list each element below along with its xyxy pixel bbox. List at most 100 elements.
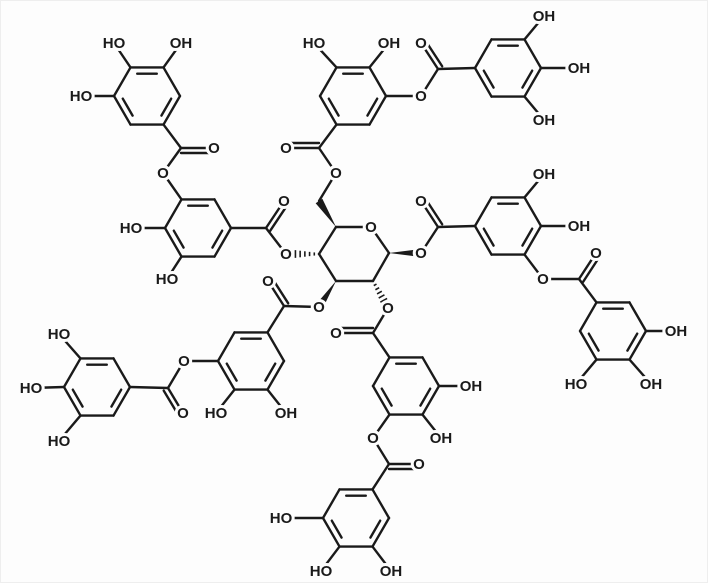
- oxygen-atom-label: O: [367, 430, 379, 447]
- bond: [523, 95, 546, 122]
- ring-bond: [371, 516, 391, 548]
- oxygen-atom-label: O: [313, 299, 325, 316]
- ring-bond: [473, 224, 493, 256]
- bond: [577, 277, 598, 304]
- double-bond: [577, 251, 598, 281]
- bond: [317, 123, 338, 150]
- bond: [371, 545, 393, 573]
- hydroxyl-label: HO: [48, 433, 71, 450]
- bond: [628, 358, 653, 386]
- oxygen-atom-label: O: [208, 140, 220, 157]
- ring-bond: [318, 66, 338, 98]
- ring-bond: [473, 196, 493, 228]
- aromatic-bond: [172, 229, 185, 249]
- aromatic-bond: [587, 332, 600, 352]
- bond: [266, 304, 286, 334]
- hydroxyl-label: HO: [565, 376, 588, 393]
- double-bond: [271, 277, 290, 305]
- ring-bond: [162, 66, 182, 98]
- bond: [319, 545, 341, 573]
- ring-bond: [162, 94, 182, 126]
- hashed-bond: [379, 297, 388, 303]
- oxygen-atom-label: O: [415, 35, 427, 52]
- oxygen-atom-label: O: [330, 325, 342, 342]
- double-bond: [162, 389, 180, 417]
- ring-bond: [368, 66, 388, 98]
- aromatic-bond: [380, 387, 393, 407]
- hashed-bond: [376, 290, 383, 295]
- ring-bond: [213, 226, 233, 258]
- bond: [371, 251, 391, 283]
- ring-bond: [523, 66, 543, 98]
- wedge-bond: [315, 198, 336, 227]
- ring-bond: [628, 301, 648, 333]
- hydroxyl-label: OH: [568, 218, 591, 235]
- oxygen-atom-label: O: [382, 300, 394, 317]
- bond: [523, 253, 545, 281]
- ring-bond: [163, 198, 183, 230]
- hashed-bond: [381, 301, 391, 307]
- ring-bond: [371, 384, 391, 416]
- oxygen-atom-label: O: [280, 140, 292, 157]
- ring-bond: [421, 384, 441, 416]
- ring-bond: [112, 357, 132, 389]
- ring-bond: [523, 196, 543, 228]
- hydroxyl-label: OH: [533, 112, 556, 129]
- hydroxyl-label: OH: [533, 8, 556, 25]
- hydroxyl-label: OH: [460, 378, 483, 395]
- oxygen-atom-label: O: [413, 456, 425, 473]
- oxygen-atom-label: O: [278, 193, 290, 210]
- bond: [165, 255, 183, 281]
- ring-bond: [371, 488, 391, 520]
- bond: [371, 331, 391, 359]
- ring-bond: [578, 329, 598, 361]
- double-bond: [423, 197, 444, 226]
- bond: [371, 306, 390, 335]
- double-bond: [266, 279, 286, 308]
- bond: [264, 226, 288, 256]
- ring-bond: [421, 356, 441, 388]
- bond: [421, 413, 443, 440]
- hydroxyl-label: OH: [380, 563, 403, 580]
- aromatic-bond: [482, 227, 495, 247]
- aromatic-bond: [330, 519, 343, 539]
- ring-bond: [321, 488, 341, 520]
- aromatic-bond: [419, 387, 432, 407]
- oxygen-atom-label: O: [590, 245, 602, 262]
- hydroxyl-label: OH: [568, 60, 591, 77]
- aromatic-bond: [626, 332, 639, 352]
- bond: [162, 41, 183, 69]
- hashed-bond: [375, 286, 380, 291]
- oxygen-atom-label: O: [262, 273, 274, 290]
- double-bond: [423, 39, 444, 68]
- bond: [317, 146, 338, 175]
- ring-bond: [266, 359, 286, 391]
- bond: [369, 225, 391, 255]
- bond: [162, 123, 183, 150]
- ring-bond: [318, 94, 338, 126]
- bond: [419, 225, 440, 255]
- hydroxyl-label: HO: [103, 35, 126, 52]
- ring-bond: [213, 198, 233, 230]
- bond: [436, 224, 477, 229]
- aromatic-bond: [521, 227, 534, 247]
- oxygen-atom-label: O: [330, 165, 342, 182]
- bond: [436, 66, 477, 71]
- bond: [166, 359, 186, 390]
- ring-bond: [523, 38, 543, 70]
- oxygen-atom-label: O: [178, 353, 190, 370]
- bond: [312, 41, 338, 69]
- bond: [161, 146, 183, 175]
- ring-bond: [473, 66, 493, 98]
- aromatic-bond: [110, 388, 123, 408]
- ring-bond: [321, 516, 341, 548]
- oxygen-atom-label: O: [415, 193, 427, 210]
- aromatic-bond: [160, 97, 173, 117]
- aromatic-bond: [225, 362, 238, 382]
- bond: [282, 304, 321, 309]
- ring-bond: [523, 224, 543, 256]
- bond: [57, 414, 82, 443]
- bond: [57, 332, 82, 360]
- hydroxyl-label: HO: [20, 380, 43, 397]
